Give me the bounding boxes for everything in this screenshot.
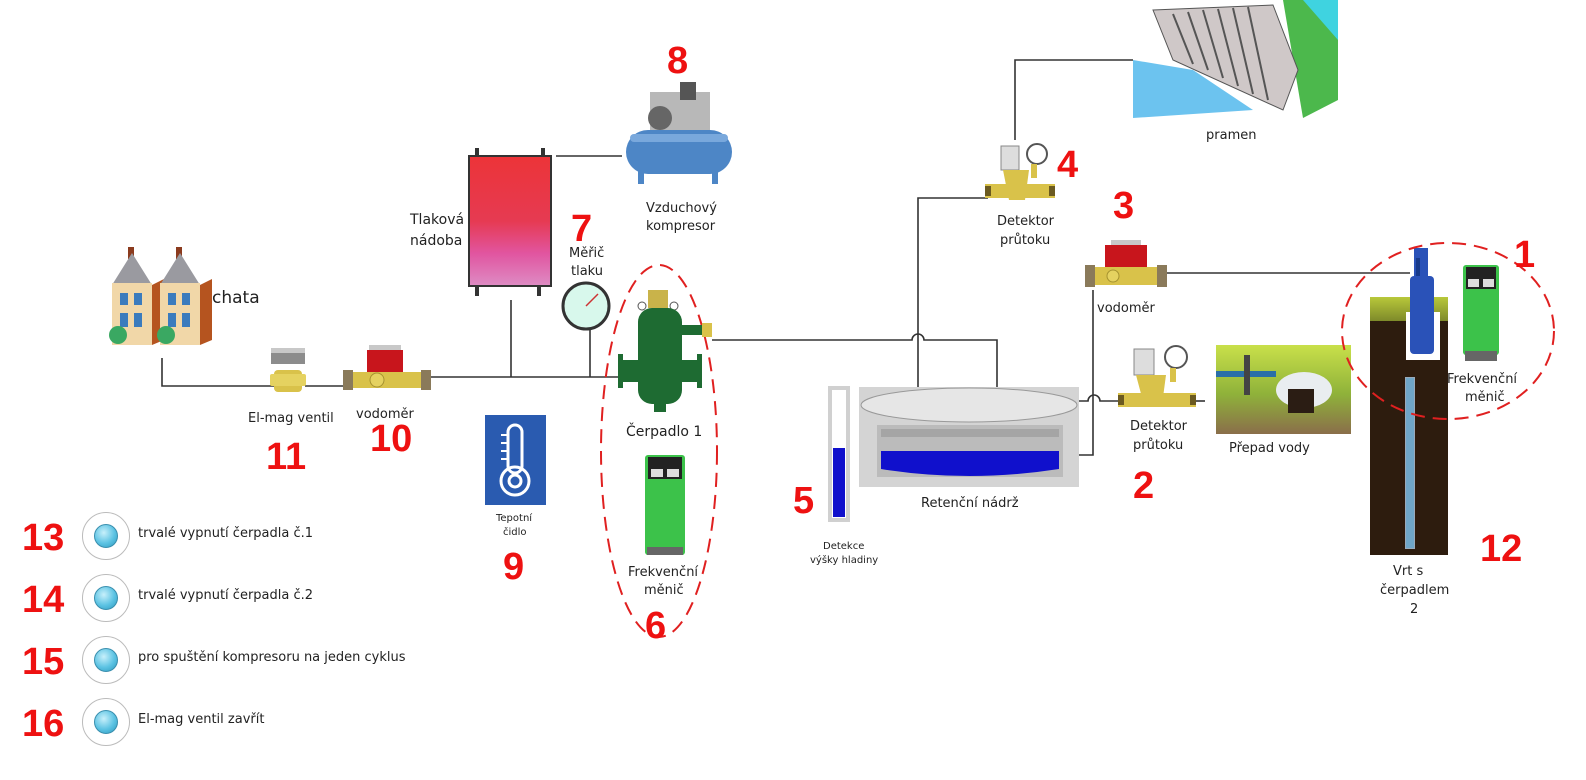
level-gauge-label-line2: výšky hladiny: [810, 555, 879, 566]
flow-detector-2-icon[interactable]: [1118, 343, 1196, 413]
legend-number-16: 16: [22, 703, 65, 745]
component-number-10: 10: [370, 418, 413, 460]
house-label: chata: [212, 288, 260, 308]
retention-tank: [859, 387, 1079, 487]
air-compressor-icon[interactable]: [620, 82, 738, 190]
pipe-tank-detector4: [917, 197, 988, 392]
borehole-label-line3: 2: [1410, 602, 1419, 617]
flow-detector-4-label-line1: Detektor: [997, 214, 1055, 229]
frequency-inverter-1-icon[interactable]: [1463, 265, 1499, 361]
spring-label: pramen: [1206, 128, 1257, 143]
stop-pump-1-button[interactable]: [82, 512, 130, 560]
flow-detector-2-label-line2: průtoku: [1133, 438, 1184, 453]
legend-text-14: trvalé vypnutí čerpadla č.2: [138, 588, 314, 603]
frequency-inverter-6-icon[interactable]: [645, 455, 685, 555]
highlight-ellipse-6: [600, 264, 718, 638]
legend-item-16: 16 El-mag ventil zavřít: [0, 696, 450, 752]
legend-text-16: El-mag ventil zavřít: [138, 712, 265, 727]
pressure-gauge-label-line2: tlaku: [571, 264, 604, 279]
house-icon: [106, 245, 216, 360]
water-meter-icon[interactable]: [343, 345, 431, 395]
water-meter-3-label: vodoměr: [1097, 301, 1155, 316]
pressure-vessel-label-line2: nádoba: [410, 233, 463, 249]
level-gauge: [828, 386, 850, 522]
pipe-pump-tank: [712, 333, 998, 392]
flow-detector-2-label-line1: Detektor: [1130, 419, 1188, 434]
legend-number-14: 14: [22, 579, 65, 621]
flow-detector-4-label-line2: průtoku: [1000, 233, 1051, 248]
submersible-pump-2-icon[interactable]: [1406, 248, 1440, 360]
flow-detector-4-icon[interactable]: [985, 140, 1055, 208]
air-compressor-label-line1: Vzduchový: [646, 201, 717, 216]
component-number-5: 5: [793, 480, 815, 522]
pressure-vessel-label-line1: Tlaková: [410, 212, 465, 228]
borehole-label-line2: čerpadlem: [1380, 583, 1450, 598]
frequency-inverter-6-label-line2: měnič: [644, 583, 684, 598]
overflow-label: Přepad vody: [1229, 441, 1310, 456]
component-number-1: 1: [1514, 234, 1536, 276]
pressure-gauge-label-line1: Měřič: [569, 246, 605, 261]
pipe-detector4-spring: [1014, 59, 1140, 140]
highlight-ellipse-1: [1341, 242, 1555, 420]
component-number-8: 8: [667, 40, 689, 82]
water-meter-3-icon[interactable]: [1085, 240, 1167, 292]
frequency-inverter-6-label-line1: Frekvenční: [628, 565, 699, 580]
legend-text-13: trvalé vypnutí čerpadla č.1: [138, 526, 314, 541]
air-compressor-label-line2: kompresor: [646, 219, 716, 234]
run-compressor-cycle-button[interactable]: [82, 636, 130, 684]
legend-text-15: pro spuštění kompresoru na jeden cyklus: [138, 650, 406, 665]
frequency-inverter-1-label-line1: Frekvenční: [1447, 372, 1518, 387]
component-number-2: 2: [1133, 465, 1155, 507]
pump-1-label: Čerpadlo 1: [626, 424, 703, 440]
legend-item-15: 15 pro spuštění kompresoru na jeden cykl…: [0, 634, 450, 690]
pressure-vessel: [465, 148, 555, 298]
overflow-image: [1216, 345, 1351, 434]
close-solenoid-valve-button[interactable]: [82, 698, 130, 746]
button-indicator-icon: [94, 586, 118, 610]
component-number-11: 11: [266, 436, 307, 478]
solenoid-valve-label: El-mag ventil: [248, 411, 334, 426]
frequency-inverter-1-label-line2: měnič: [1465, 390, 1505, 405]
borehole-label-line1: Vrt s: [1393, 564, 1424, 579]
pressure-gauge-icon: [560, 280, 612, 332]
legend-number-15: 15: [22, 641, 65, 683]
component-number-6: 6: [645, 605, 667, 647]
legend-item-13: 13 trvalé vypnutí čerpadla č.1: [0, 510, 450, 566]
solenoid-valve-icon[interactable]: [268, 348, 308, 398]
stop-pump-2-button[interactable]: [82, 574, 130, 622]
legend-number-13: 13: [22, 517, 65, 559]
thermometer-label-line2: čidlo: [503, 527, 527, 538]
pipe-house-valve: [161, 358, 275, 387]
button-indicator-icon: [94, 524, 118, 548]
pump-1-icon[interactable]: [618, 290, 714, 412]
pipe-tank-meter3: [1078, 290, 1094, 456]
retention-tank-label: Retenční nádrž: [921, 496, 1019, 511]
component-number-9: 9: [503, 546, 525, 588]
component-number-3: 3: [1113, 185, 1135, 227]
thermometer-label-line1: Tepotní: [496, 513, 533, 524]
thermometer-icon: [485, 415, 546, 505]
water-meter-10-label: vodoměr: [356, 407, 414, 422]
button-indicator-icon: [94, 648, 118, 672]
component-number-4: 4: [1057, 144, 1079, 186]
spring-dam-image: [1133, 0, 1338, 118]
pipe-tank-detector2: [1065, 394, 1118, 402]
button-indicator-icon: [94, 710, 118, 734]
component-number-12: 12: [1480, 528, 1523, 570]
component-number-7: 7: [571, 208, 593, 250]
legend-item-14: 14 trvalé vypnutí čerpadla č.2: [0, 572, 450, 628]
level-gauge-fill: [833, 448, 845, 517]
level-gauge-label-line1: Detekce: [823, 541, 865, 552]
